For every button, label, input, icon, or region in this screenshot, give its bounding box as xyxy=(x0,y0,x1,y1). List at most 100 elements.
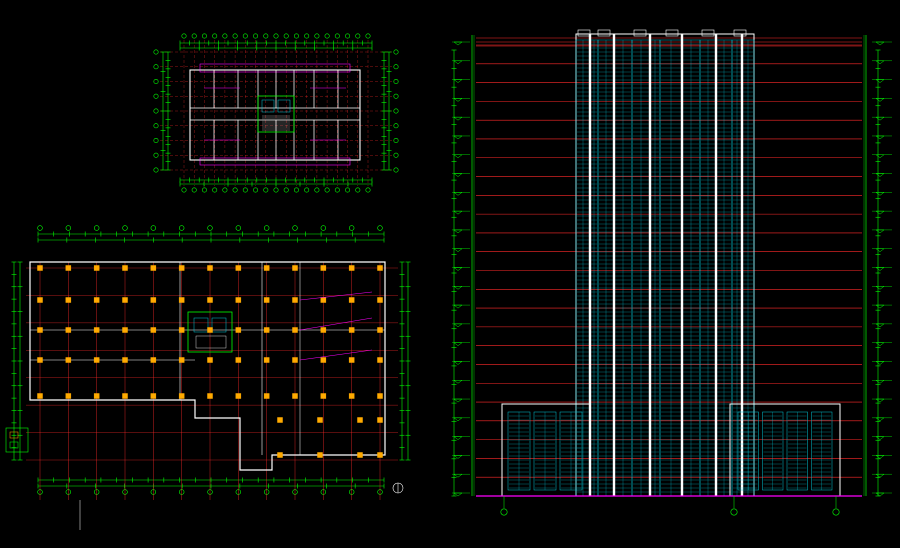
podium-column xyxy=(150,265,157,271)
podium-axis-bubble-top xyxy=(207,225,213,231)
podium-column xyxy=(277,417,283,423)
axis-bubble-bottom xyxy=(355,187,361,193)
axis-bubble-bottom xyxy=(201,187,207,193)
tower-core xyxy=(257,95,295,133)
podium-column xyxy=(235,393,242,399)
axis-bubble-bottom xyxy=(191,187,197,193)
podium-column xyxy=(150,357,157,363)
podium-column xyxy=(207,327,213,333)
podium-accent-line xyxy=(299,317,373,331)
podium-core xyxy=(187,311,233,353)
axis-bubble-bottom xyxy=(334,187,340,193)
axis-bubble-left xyxy=(153,64,159,70)
podium-column xyxy=(178,265,185,271)
podium-legend-box xyxy=(5,427,29,453)
podium-column xyxy=(320,393,327,399)
podium-column xyxy=(377,417,383,423)
podium-column xyxy=(348,327,355,333)
podium-axis-bubble-top xyxy=(37,225,43,231)
axis-bubble-top xyxy=(304,33,310,39)
axis-bubble-right xyxy=(393,79,399,85)
podium-column xyxy=(150,297,157,303)
podium-elevator xyxy=(193,317,209,333)
axis-bubble-2 xyxy=(730,508,738,516)
podium-column xyxy=(207,265,213,271)
axis-bubble-3 xyxy=(832,508,840,516)
tower-pilaster xyxy=(714,33,718,497)
podium-column xyxy=(292,265,298,271)
podium-column xyxy=(320,297,327,303)
podium-column xyxy=(317,417,323,423)
podium-column xyxy=(377,265,383,271)
podium-column xyxy=(65,265,72,271)
axis-bubble-bottom xyxy=(222,187,228,193)
axis-bubble-top xyxy=(345,33,351,39)
axis-bubble-top xyxy=(181,33,187,39)
podium-accent-line xyxy=(299,349,373,361)
axis-bubble-bottom xyxy=(242,187,248,193)
axis-bubble-right xyxy=(393,123,399,129)
podium-column xyxy=(348,265,355,271)
axis-bubble-left xyxy=(153,138,159,144)
podium-legend-swatch xyxy=(9,441,19,449)
axis-bubble-bottom xyxy=(365,187,371,193)
podium-column xyxy=(93,393,100,399)
axis-bubble-top xyxy=(212,33,218,39)
axis-bubble-bottom xyxy=(273,187,279,193)
podium-column xyxy=(263,327,270,333)
podium-column xyxy=(122,357,128,363)
podium-column xyxy=(263,265,270,271)
podium-column xyxy=(93,265,100,271)
podium-column xyxy=(178,327,185,333)
tower-floor-plan xyxy=(153,33,399,193)
axis-bubble-right xyxy=(393,152,399,158)
axis-bubble-top xyxy=(365,33,371,39)
podium-column xyxy=(37,327,43,333)
podium-column xyxy=(317,452,323,458)
podium-column xyxy=(292,393,298,399)
podium-column xyxy=(37,297,43,303)
podium-column xyxy=(292,297,298,303)
podium-axis-bubble-top xyxy=(348,225,355,231)
podium-stair xyxy=(195,335,227,349)
tower-balcony-top xyxy=(199,63,351,73)
axis-bubble-right xyxy=(393,93,399,99)
axis-bubble-top xyxy=(324,33,330,39)
podium-column xyxy=(93,357,100,363)
axis-bubble-top xyxy=(201,33,207,39)
podium-column xyxy=(207,393,213,399)
axis-bubble-bottom xyxy=(324,187,330,193)
podium-column xyxy=(65,393,72,399)
axis-bubble-right xyxy=(393,64,399,70)
podium-column xyxy=(122,297,128,303)
axis-bubble-bottom xyxy=(212,187,218,193)
podium-column xyxy=(263,297,270,303)
tower-parapet-cap xyxy=(733,29,747,37)
axis-bubble-top xyxy=(293,33,299,39)
tower-parapet-cap xyxy=(665,29,679,37)
podium-column xyxy=(235,297,242,303)
podium-axis-bubble-top xyxy=(292,225,298,231)
tower-elevator xyxy=(277,99,291,113)
axis-bubble-bottom xyxy=(181,187,187,193)
axis-bubble-top xyxy=(355,33,361,39)
axis-bubble-top xyxy=(273,33,279,39)
podium-axis-bubble-top xyxy=(122,225,128,231)
axis-bubble-right xyxy=(393,108,399,114)
podium-column xyxy=(348,357,355,363)
podium-column xyxy=(65,357,72,363)
axis-bubble-1 xyxy=(500,508,508,516)
podium-column xyxy=(348,297,355,303)
tower-parapet-cap xyxy=(577,29,591,37)
axis-bubble-bottom xyxy=(293,187,299,193)
axis-bubble-bottom xyxy=(232,187,238,193)
podium-column xyxy=(348,393,355,399)
podium-column xyxy=(37,265,43,271)
axis-bubble-left xyxy=(153,79,159,85)
podium-axis-bubble-top xyxy=(93,225,100,231)
podium-column xyxy=(292,357,298,363)
podium-column xyxy=(377,357,383,363)
axis-bubble-left xyxy=(153,152,159,158)
tower-balcony-bottom xyxy=(199,157,351,166)
